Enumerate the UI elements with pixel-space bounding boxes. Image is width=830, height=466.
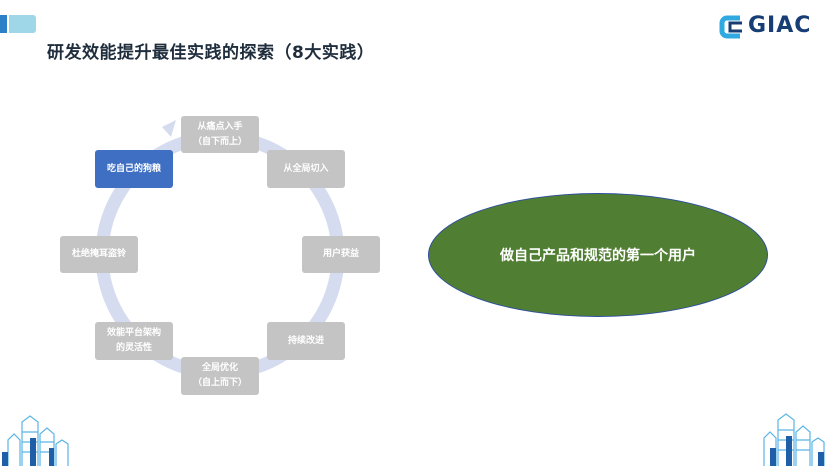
node-flexibility: 效能平台架构 的灵活性 — [95, 322, 173, 360]
node-label: 从痛点入手 — [197, 120, 242, 135]
callout-text: 做自己产品和规范的第一个用户 — [500, 245, 696, 265]
node-global-cut: 从全局切入 — [267, 150, 345, 188]
callout-ellipse: 做自己产品和规范的第一个用户 — [428, 193, 768, 317]
node-no-deceive: 杜绝掩耳盗铃 — [60, 236, 138, 273]
node-dogfood: 吃自己的狗粮 — [95, 150, 173, 188]
node-pain-point: 从痛点入手 （自下而上） — [181, 116, 259, 153]
node-continuous: 持续改进 — [267, 322, 345, 360]
buildings-left-decoration — [0, 408, 70, 466]
node-label: 全局优化 — [202, 361, 238, 376]
node-label: 持续改进 — [288, 334, 324, 349]
node-sublabel: 的灵活性 — [116, 341, 152, 356]
node-user-gain: 用户获益 — [302, 236, 380, 273]
node-sublabel: （自上而下） — [193, 376, 247, 391]
node-label: 从全局切入 — [283, 162, 328, 177]
node-sublabel: （自下而上） — [193, 135, 247, 150]
node-label: 用户获益 — [323, 247, 359, 262]
buildings-right-decoration — [760, 408, 830, 466]
node-label: 吃自己的狗粮 — [107, 162, 161, 177]
ring-arrow-head — [162, 120, 176, 137]
node-global-opt: 全局优化 （自上而下） — [181, 357, 259, 395]
node-label: 杜绝掩耳盗铃 — [72, 247, 126, 262]
node-label: 效能平台架构 — [107, 326, 161, 341]
